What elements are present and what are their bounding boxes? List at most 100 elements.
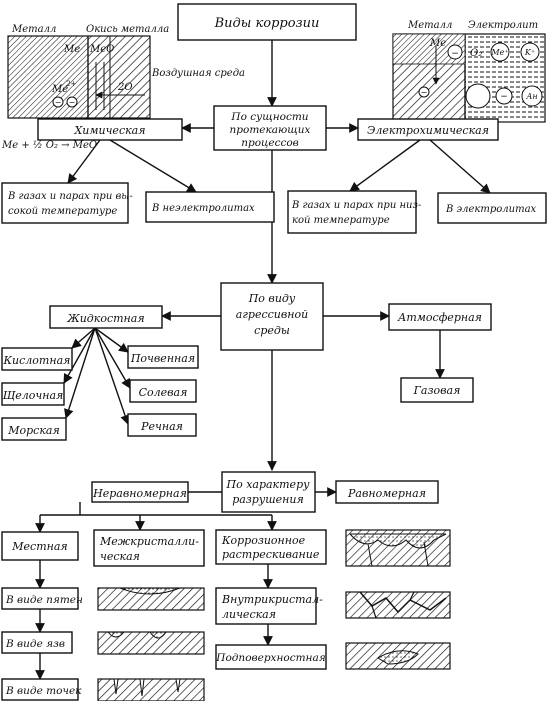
svg-text:Солевая: Солевая: [139, 386, 188, 399]
me-plus-label: Me⁺: [490, 48, 508, 57]
svg-text:В электролитах: В электролитах: [445, 204, 537, 215]
metal-label: Металл: [11, 24, 56, 35]
chemical-corrosion-diagram: Металл Окись металла Воздушная среда Me …: [1, 24, 245, 151]
svg-text:Неравномерная: Неравномерная: [92, 487, 187, 500]
title-box: Виды коррозии: [177, 3, 357, 41]
svg-text:В виде язв: В виде язв: [5, 638, 65, 650]
level2-center-box: По виду агрессивной среды: [220, 282, 324, 351]
oxide-label: Окись металла: [86, 24, 169, 35]
svg-text:Равномерная: Равномерная: [347, 487, 426, 500]
chem-child-nonelectrolytes: В неэлектролитах: [145, 191, 275, 223]
electrochemical-corrosion-diagram: Металл Электролит Me O₂ − Me⁺ K⁺ − − Ан: [392, 20, 546, 123]
liquid-child-alkali: Щелочная: [1, 382, 65, 406]
sample-spots: [97, 587, 205, 611]
liquid-child-sea: Морская: [1, 417, 67, 441]
svg-text:Жидкостная: Жидкостная: [66, 312, 144, 325]
local-child-points: В виде точек: [1, 678, 82, 701]
svg-text:В газах и парах при вы-: В газах и парах при вы-: [7, 191, 133, 202]
svg-text:лическая: лическая: [222, 608, 276, 621]
svg-text:В виде точек: В виде точек: [5, 685, 82, 697]
chemical-box: Химическая: [37, 118, 183, 141]
svg-text:Межкристалли-: Межкристалли-: [99, 535, 199, 548]
uniform-box: Равномерная: [335, 480, 439, 504]
svg-text:Почвенная: Почвенная: [130, 352, 195, 365]
ion-charge-label: 2+: [65, 80, 76, 88]
svg-text:По виду: По виду: [248, 292, 296, 305]
local-box: Местная: [1, 531, 79, 561]
svg-text:−: −: [69, 98, 76, 107]
svg-text:растрескивание: растрескивание: [222, 548, 320, 561]
svg-text:Атмосферная: Атмосферная: [397, 311, 482, 324]
local-child-spots: В виде пятен: [1, 587, 83, 610]
level1-center-box: По сущности протекающих процессов: [213, 105, 327, 151]
electro-me-label: Me: [429, 38, 446, 49]
svg-text:−: −: [500, 92, 508, 102]
svg-text:−: −: [451, 49, 459, 59]
liquid-child-soil: Почвенная: [127, 345, 199, 369]
local-child-ulcers: В виде язв: [1, 631, 73, 654]
liquid-child-acid: Кислотная: [1, 347, 73, 371]
oxygen-ion-label: 2O: [117, 82, 133, 93]
svg-text:сокой температуре: сокой температуре: [8, 206, 117, 217]
subsurface-box: Подповерхностная: [215, 644, 327, 670]
svg-text:Местная: Местная: [11, 540, 67, 553]
svg-text:В виде пятен: В виде пятен: [5, 594, 83, 606]
reaction-label: Me + ½ O₂ → MeO: [1, 140, 97, 151]
gas-box: Газовая: [400, 377, 474, 403]
me-label: Me: [63, 44, 80, 55]
svg-text:среды: среды: [254, 324, 290, 337]
an-label: Ан: [525, 92, 537, 101]
svg-text:Внутрикристал-: Внутрикристал-: [221, 593, 323, 606]
intracrystalline-box: Внутрикристал- лическая: [215, 587, 323, 625]
title-text: Виды коррозии: [214, 16, 320, 31]
sample-ulcers: [97, 631, 205, 655]
electro-child-electrolytes: В электролитах: [437, 192, 547, 224]
svg-text:В неэлектролитах: В неэлектролитах: [151, 203, 255, 214]
electrochemical-label: Электрохимическая: [367, 124, 489, 137]
svg-text:ческая: ческая: [100, 550, 140, 563]
sample-points: [97, 678, 205, 701]
svg-text:Коррозионное: Коррозионное: [221, 534, 306, 547]
svg-text:агрессивной: агрессивной: [236, 308, 308, 321]
meo-label: MeO: [89, 44, 114, 55]
k-plus-ion: [520, 42, 540, 62]
air-label: Воздушная среда: [151, 68, 245, 79]
svg-text:Кислотная: Кислотная: [3, 354, 71, 367]
nonuniform-box: Неравномерная: [91, 481, 189, 503]
level1-center-line2: протекающих: [230, 124, 311, 136]
corrosion-cracking-box: Коррозионное растрескивание: [215, 529, 327, 565]
sample-intracrystalline: [345, 591, 451, 619]
svg-text:Подповерхностная: Подповерхностная: [215, 652, 325, 664]
svg-text:−: −: [55, 98, 62, 107]
liquid-child-river: Речная: [127, 413, 197, 437]
electro-metal-label: Металл: [407, 20, 452, 31]
chem-child-gas-high-temp: В газах и парах при вы- сокой температур…: [1, 182, 133, 224]
me-plus-ion: [490, 42, 510, 62]
svg-text:По характеру: По характеру: [225, 478, 310, 491]
o2-label: O₂: [470, 48, 482, 59]
electrochemical-box: Электрохимическая: [357, 118, 499, 141]
level1-center-line1: По сущности: [230, 111, 308, 123]
svg-text:Щелочная: Щелочная: [3, 389, 64, 402]
electron-icon-2: [66, 96, 78, 108]
me-ion-label: Me: [51, 84, 68, 95]
k-plus-label: K⁺: [524, 48, 535, 57]
svg-text:Газовая: Газовая: [413, 384, 461, 397]
sample-uniform: [345, 529, 451, 567]
svg-text:Речная: Речная: [140, 420, 183, 433]
atmospheric-box: Атмосферная: [388, 303, 492, 331]
intercrystalline-box: Межкристалли- ческая: [93, 529, 205, 567]
level1-center-line3: процессов: [241, 137, 299, 149]
liquid-child-salt: Солевая: [129, 379, 197, 403]
anion: [521, 85, 543, 107]
svg-text:Морская: Морская: [7, 424, 60, 437]
sample-subsurface: [345, 642, 451, 670]
svg-text:В газах и парах при низ-: В газах и парах при низ-: [291, 200, 422, 211]
svg-text:−: −: [421, 88, 428, 97]
electro-child-gas-low-temp: В газах и парах при низ- кой температуре: [287, 190, 422, 234]
level3-center-box: По характеру разрушения: [221, 471, 316, 513]
svg-text:разрушения: разрушения: [232, 493, 304, 506]
chemical-label: Химическая: [73, 124, 145, 137]
liquid-box: Жидкостная: [49, 305, 163, 329]
